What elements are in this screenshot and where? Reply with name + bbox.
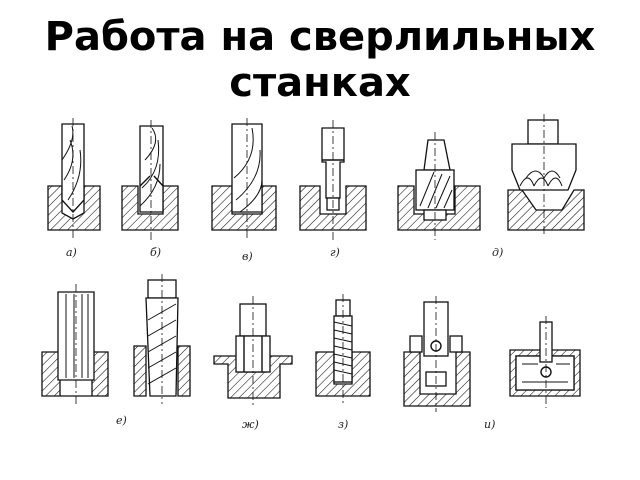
operation-b [121,120,179,240]
operation-i-right [509,316,581,408]
label-i: и) [484,418,495,431]
operation-e-left [41,284,109,404]
operation-d-face [507,114,585,236]
operation-g [299,120,367,240]
operation-e-right [133,274,191,404]
label-g: г) [330,246,340,259]
operation-v [211,118,277,240]
label-a: а) [66,246,77,259]
operation-i-left [403,296,471,412]
operation-a-drilling [47,118,101,240]
title-line-2: станках [229,60,411,106]
label-b: б) [150,246,161,259]
label-z: з) [338,418,348,431]
page-title: Работа на сверлильных станках [0,14,640,106]
operation-z-tapping [315,294,371,404]
label-zh: ж) [242,418,259,431]
label-d: д) [492,246,503,259]
label-e: е) [116,414,127,427]
label-v: в) [242,250,253,263]
operation-d-countersink [397,132,481,240]
operation-zh [213,296,293,406]
title-line-1: Работа на сверлильных [44,14,596,60]
